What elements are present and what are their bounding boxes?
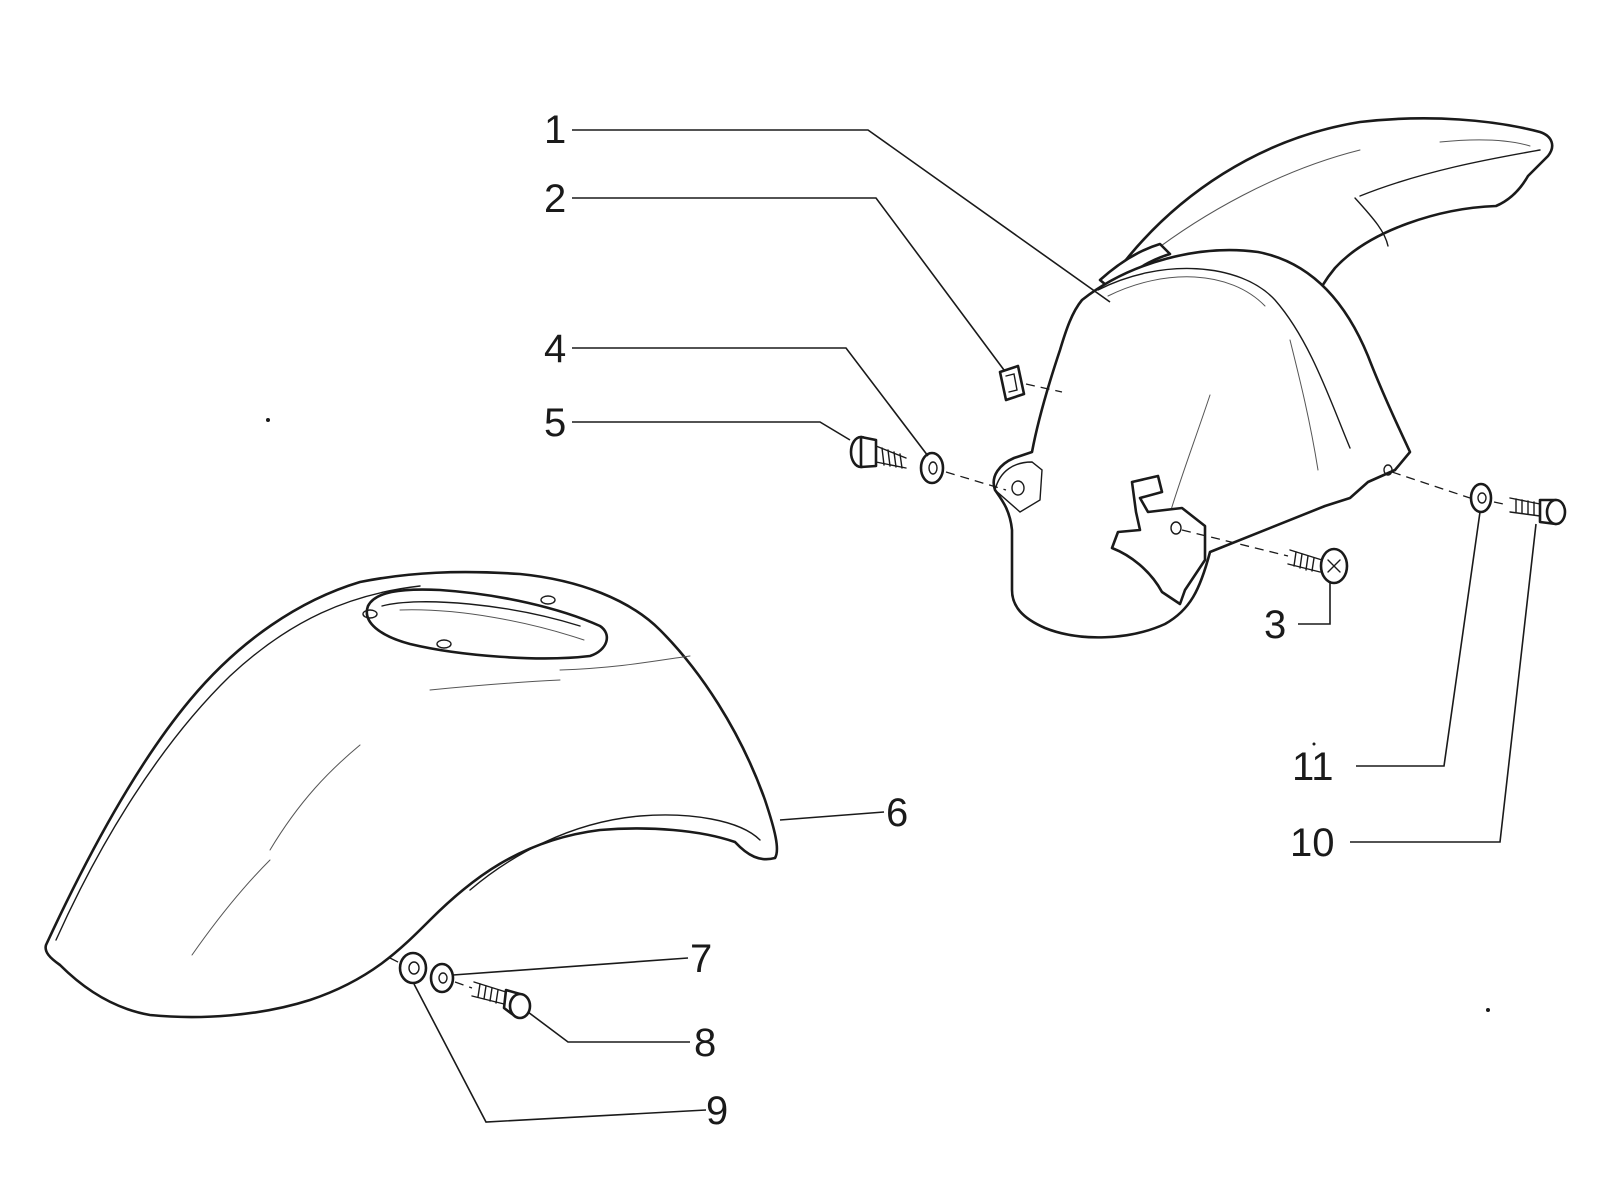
callout-3: 3 xyxy=(1264,603,1286,647)
leader-11 xyxy=(1356,511,1481,767)
part-4-washer xyxy=(919,451,945,485)
callout-1: 1 xyxy=(544,108,566,152)
callout-6: 6 xyxy=(886,791,908,835)
axis-right-fixing xyxy=(1391,471,1471,499)
scan-specks xyxy=(266,418,1490,1012)
part-7-washer xyxy=(429,962,455,994)
part-11-washer xyxy=(1469,482,1493,514)
part-2-clip xyxy=(998,364,1063,402)
leader-5 xyxy=(572,421,851,441)
leader-10 xyxy=(1350,523,1537,843)
part-1-rear-mudguard xyxy=(992,117,1554,639)
callout-8: 8 xyxy=(694,1021,716,1065)
callout-11: 11 xyxy=(1292,745,1334,789)
leader-6 xyxy=(779,811,885,821)
callout-2: 2 xyxy=(544,177,566,221)
leader-7 xyxy=(452,957,689,976)
part-8-screw xyxy=(454,981,532,1020)
callout-5: 5 xyxy=(544,401,566,445)
leader-2 xyxy=(572,197,1005,371)
leader-lines xyxy=(413,129,1537,1123)
leader-1 xyxy=(572,129,1111,303)
callout-9: 9 xyxy=(706,1089,728,1133)
leader-3 xyxy=(1298,582,1331,625)
leader-9 xyxy=(413,983,707,1123)
part-6-front-mudguard xyxy=(44,570,779,1019)
callout-7: 7 xyxy=(690,937,712,981)
part-9-washer xyxy=(389,951,428,985)
leader-8 xyxy=(527,1011,690,1043)
callout-10: 10 xyxy=(1290,821,1335,865)
part-10-screw xyxy=(1493,497,1567,526)
axis-left-fixing xyxy=(945,471,1007,491)
part-5-screw xyxy=(849,435,907,469)
callout-numbers: 1 2 4 5 3 6 7 8 9 11 10 xyxy=(544,108,1335,1133)
part-3-screw xyxy=(1181,529,1349,585)
callout-4: 4 xyxy=(544,327,566,371)
leader-4 xyxy=(572,347,929,457)
